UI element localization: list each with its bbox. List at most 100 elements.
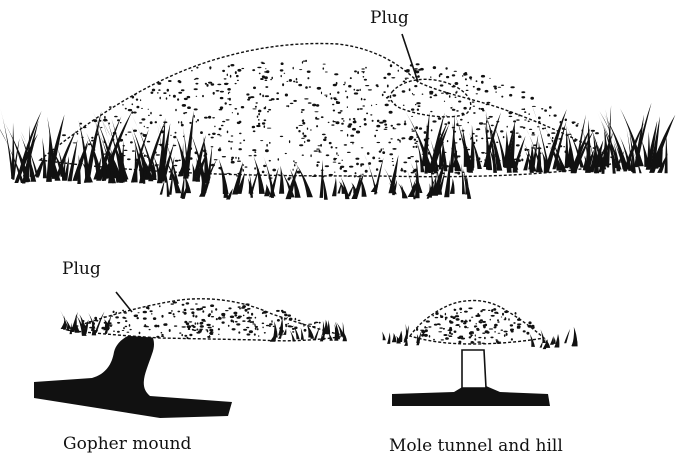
texture-dot [544,127,546,129]
texture-dot [518,114,519,117]
texture-dot [414,139,416,141]
texture-dot [202,310,204,313]
texture-dot [147,141,150,143]
texture-dot [273,326,275,327]
texture-dot [284,73,285,74]
texture-dot [150,112,152,115]
texture-dot [389,111,393,114]
texture-dot [83,127,87,129]
texture-dot [333,120,334,122]
texture-dot [329,174,333,176]
texture-dot [232,328,236,330]
texture-dot [346,96,348,99]
texture-dot [103,316,106,317]
texture-dot [146,326,149,327]
texture-dot [411,108,414,110]
texture-dot [412,130,416,132]
texture-dot [493,308,496,311]
texture-dot [565,119,567,122]
texture-dot [255,327,257,330]
texture-dot [206,324,210,326]
texture-dot [382,151,385,154]
texture-dot [236,317,240,319]
texture-dot [445,318,447,320]
texture-dot [340,110,343,112]
texture-dot [354,92,358,94]
texture-dot [151,313,152,315]
texture-dot [463,107,466,110]
texture-dot [435,317,439,318]
texture-dot [233,312,237,315]
grass-blade [647,132,651,169]
texture-dot [455,97,457,98]
texture-dot [237,122,241,125]
texture-dot [364,79,367,81]
texture-dot [363,99,365,101]
texture-dot [458,125,462,126]
texture-dot [231,159,233,161]
texture-dot [194,79,196,80]
texture-dot [538,121,540,124]
texture-dot [524,120,527,121]
texture-dot [292,331,294,333]
texture-dot [389,153,393,155]
texture-dot [159,97,161,100]
texture-dot [287,314,291,316]
texture-dot [446,337,447,339]
texture-dot [376,168,378,171]
texture-dot [538,117,541,120]
texture-dot [265,68,266,69]
texture-dot [334,158,337,159]
texture-dot [161,315,163,318]
texture-dot [532,106,536,107]
texture-dot [488,310,491,311]
texture-dot [198,330,202,332]
texture-dot [202,95,204,97]
texture-dot [217,84,221,86]
texture-dot [390,138,392,139]
texture-dot [517,326,521,328]
texture-dot [457,172,460,175]
texture-dot [548,143,551,144]
texture-dot [144,324,146,326]
texture-dot [222,317,226,318]
texture-dot [177,311,180,313]
texture-dot [447,330,451,331]
texture-dot [399,141,400,143]
texture-dot [528,325,532,328]
texture-dot [293,81,295,83]
texture-dot [184,335,187,337]
texture-dot [458,101,461,103]
texture-dot [521,91,525,93]
texture-dot [163,92,166,94]
texture-dot [361,68,364,69]
texture-dot [485,324,488,327]
texture-dot [243,140,245,142]
texture-dot [554,114,557,116]
texture-dot [197,119,199,121]
texture-dot [441,93,444,94]
texture-dot [94,320,97,322]
texture-dot [161,336,164,337]
texture-dot [174,165,178,167]
texture-dot [411,116,413,117]
texture-dot [355,158,359,160]
texture-dot [402,90,406,92]
texture-dot [241,68,244,69]
texture-dot [521,96,525,98]
texture-dot [292,328,295,330]
texture-dot [210,304,214,307]
texture-dot [405,79,407,80]
texture-dot [182,311,184,312]
texture-dot [130,329,132,330]
texture-dot [518,317,520,319]
texture-dot [446,116,448,117]
texture-dot [460,119,463,121]
texture-dot [115,316,119,318]
texture-dot [409,88,411,91]
texture-dot [220,91,224,93]
texture-dot [262,323,265,325]
texture-dot [552,137,554,139]
texture-dot [461,338,465,340]
texture-dot [168,312,172,314]
